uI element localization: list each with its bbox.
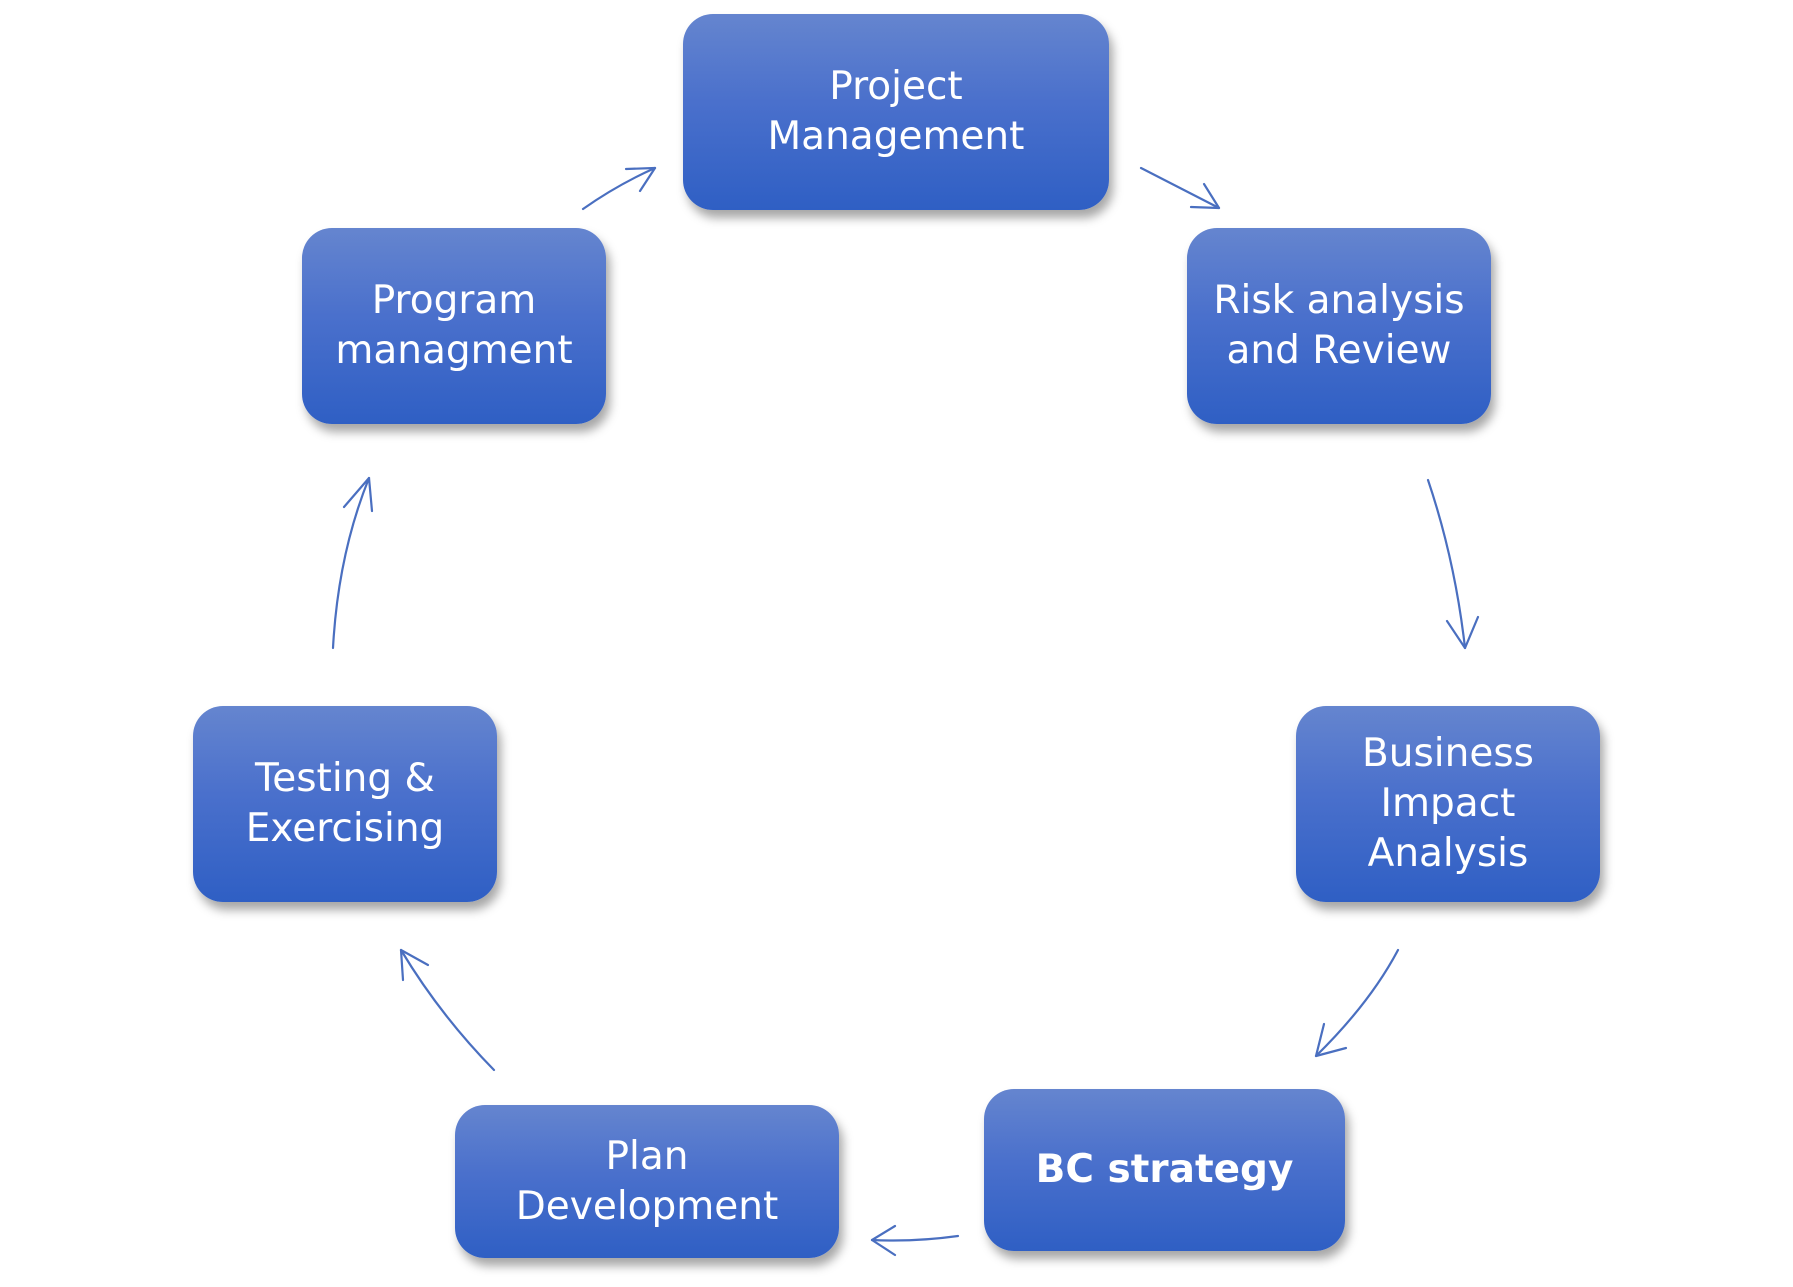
arrow-project-to-risk — [1139, 166, 1221, 210]
node-label: BC strategy — [1035, 1147, 1294, 1192]
arrow-testing-to-program-management — [331, 476, 374, 650]
arrow-business-impact-to-bc-strategy — [1314, 948, 1400, 1058]
arrow-program-management-to-project — [581, 166, 657, 211]
node-testing-exercising: Testing &Exercising — [193, 706, 497, 902]
node-label: Testing &Exercising — [245, 756, 445, 851]
arrow-bc-strategy-to-plan-development — [870, 1224, 960, 1257]
arrow-risk-to-business-impact — [1426, 478, 1480, 650]
node-bc-strategy: BC strategy — [984, 1089, 1345, 1251]
arrow-plan-development-to-testing — [399, 948, 496, 1072]
